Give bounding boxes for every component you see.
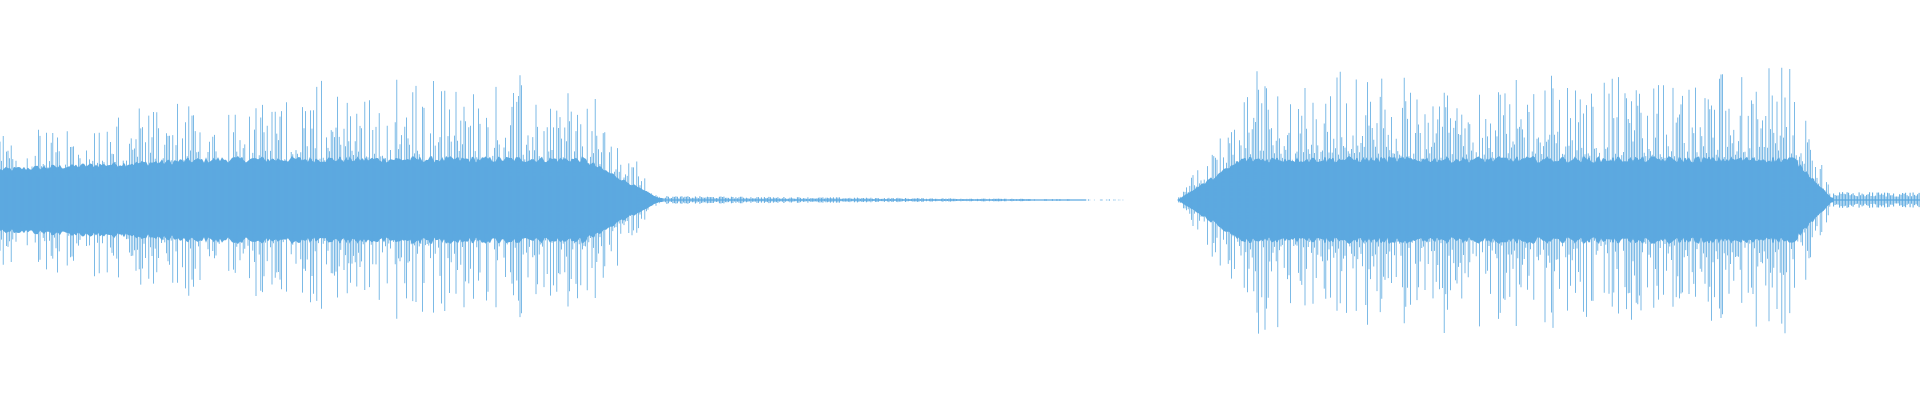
- waveform-bars: [0, 67, 1920, 334]
- waveform-segment-clip-1: [0, 75, 662, 319]
- waveform-peaks: [1178, 67, 1834, 334]
- waveform-segment-tail-2: [1833, 192, 1920, 208]
- waveform-segment-clip-2: [1177, 67, 1834, 334]
- waveform-peaks: [0, 75, 662, 319]
- waveform-segment-silence-tail: [661, 196, 1124, 204]
